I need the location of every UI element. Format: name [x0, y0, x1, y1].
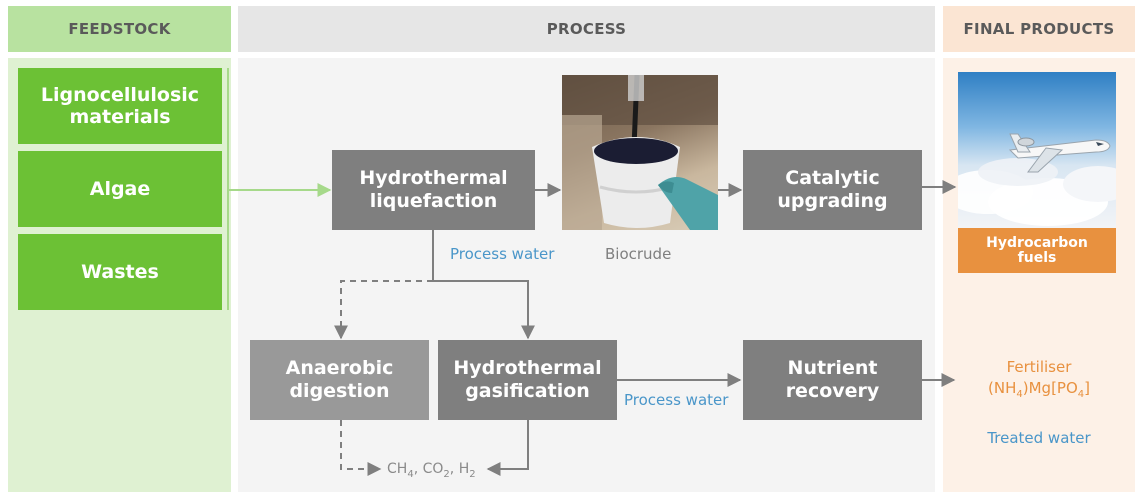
process-hydrothermal-gasification: Hydrothermal gasification: [438, 340, 617, 420]
feedstock-algae: Algae: [18, 151, 222, 227]
biocrude-label: Biocrude: [605, 245, 672, 263]
feedstock-header: FEEDSTOCK: [8, 6, 231, 52]
hydrocarbon-fuels-box: Hydrocarbon fuels: [958, 228, 1116, 273]
treated-water-label: Treated water: [987, 429, 1091, 447]
gas-products-label: CH4, CO2, H2: [387, 461, 476, 480]
process-water-label-1: Process water: [450, 245, 555, 263]
process-hydrothermal-liquefaction: Hydrothermal liquefaction: [332, 150, 535, 230]
biocrude-photo: [562, 75, 718, 230]
process-catalytic-upgrading: Catalytic upgrading: [743, 150, 922, 230]
fertiliser-formula: (NH4)Mg[PO4]: [987, 379, 1091, 400]
process-water-label-2: Process water: [624, 391, 729, 409]
process-header: PROCESS: [238, 6, 935, 52]
final-products-header: FINAL PRODUCTS: [943, 6, 1135, 52]
jet-photo: [958, 72, 1116, 228]
process-anaerobic-digestion: Anaerobic digestion: [250, 340, 429, 420]
feedstock-lignocellulosic: Lignocellulosic materials: [18, 68, 222, 144]
process-nutrient-recovery: Nutrient recovery: [743, 340, 922, 420]
fertiliser-label: Fertiliser: [1006, 358, 1072, 376]
feedstock-wastes: Wastes: [18, 234, 222, 310]
